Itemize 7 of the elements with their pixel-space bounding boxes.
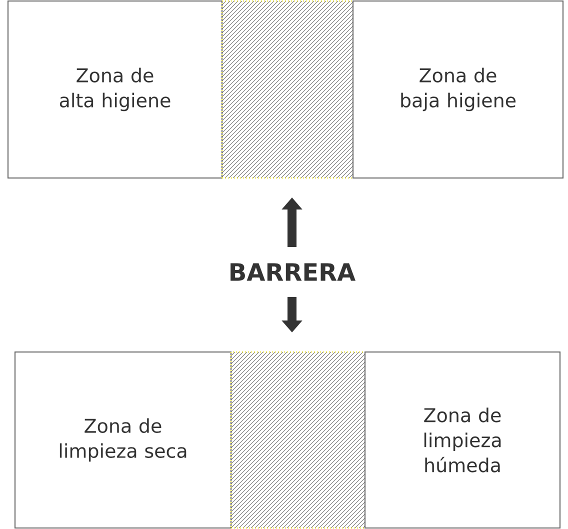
zone-box: Zona de limpieza seca [14,351,232,528]
barrier-band [222,0,354,178]
zone-box: Zona de baja higiene [352,0,564,178]
zone-box: Zona de limpieza húmeda [364,351,560,528]
barrier-label: BARRERA [230,263,356,281]
barrier-band [230,351,366,528]
zone-box: Zona de alta higiene [8,0,222,178]
